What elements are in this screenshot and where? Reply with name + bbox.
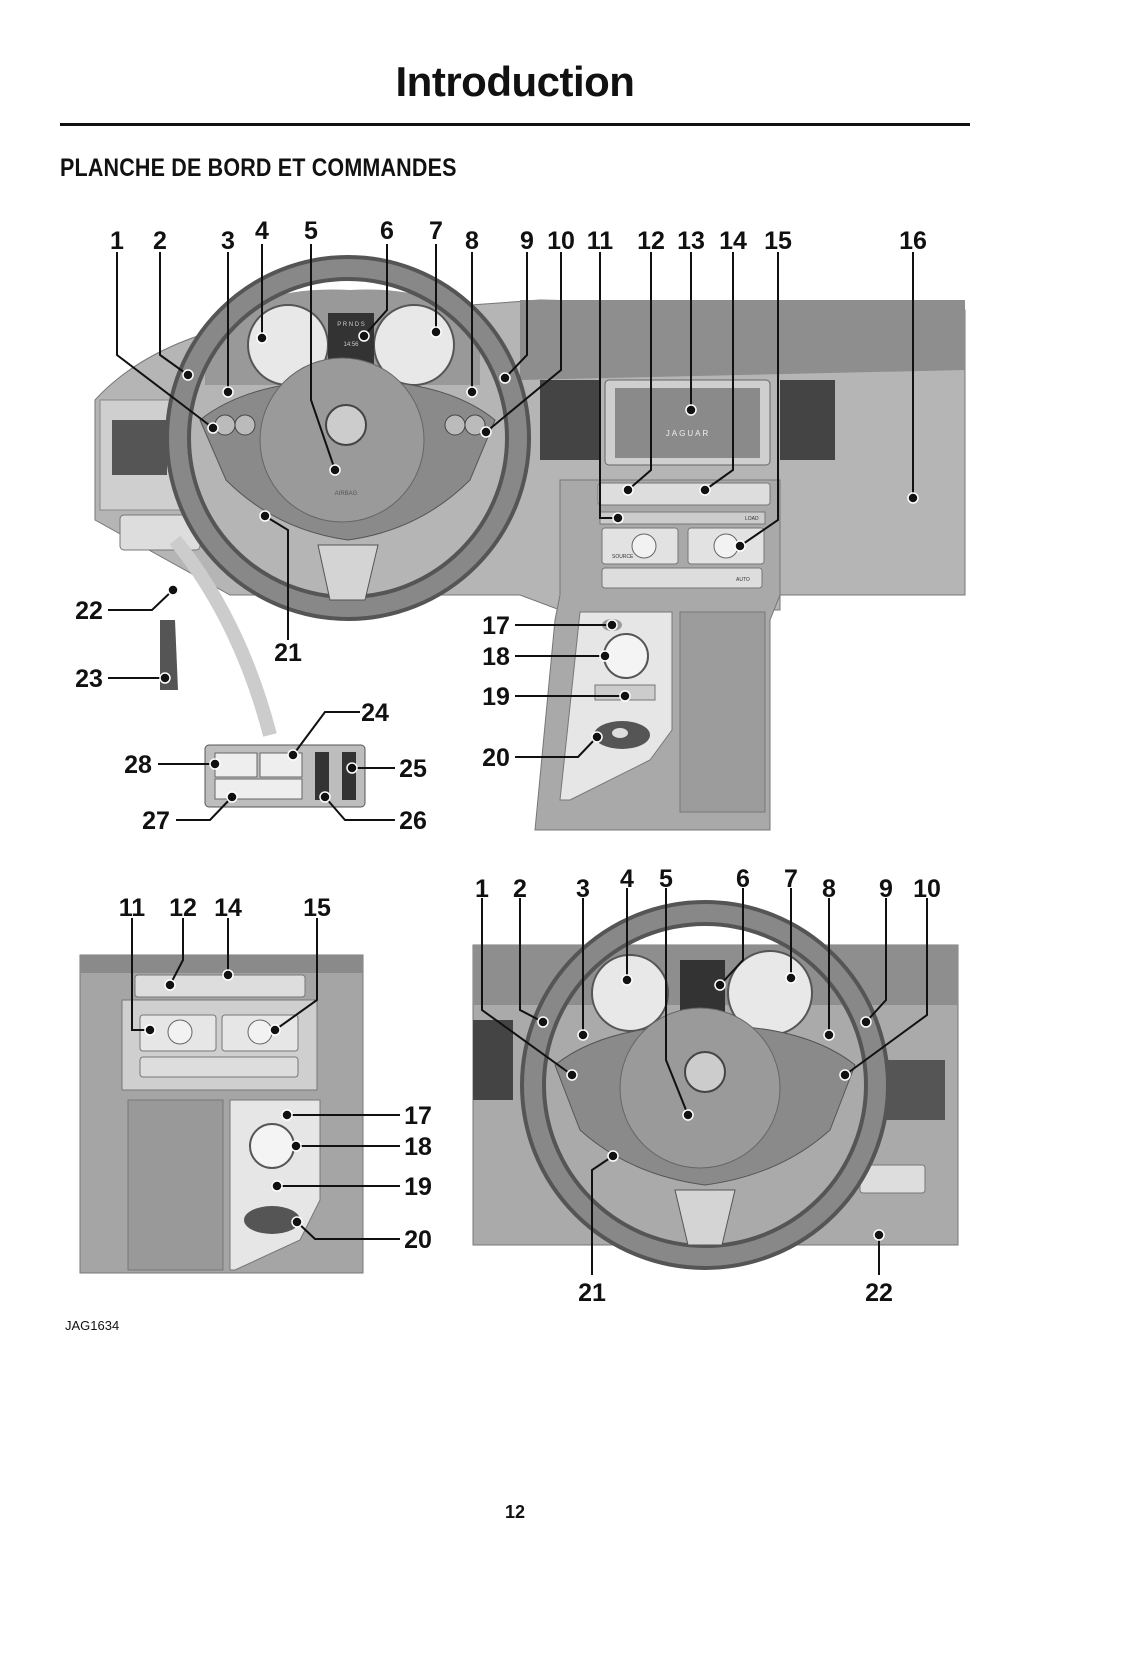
- callout-14: 14: [214, 894, 242, 922]
- load-label: LOAD: [745, 516, 759, 522]
- callout-2: 2: [153, 227, 167, 255]
- callout-22: 22: [75, 597, 103, 625]
- callout-10: 10: [913, 875, 941, 903]
- callout-15: 15: [303, 894, 331, 922]
- page-title: Introduction: [395, 58, 635, 105]
- callout-11: 11: [119, 894, 146, 922]
- callout-17: 17: [482, 612, 510, 640]
- callout-22: 22: [865, 1279, 893, 1307]
- callout-18: 18: [482, 643, 510, 671]
- callout-19: 19: [482, 683, 510, 711]
- callout-6: 6: [380, 217, 394, 245]
- callout-15: 15: [764, 227, 792, 255]
- callout-5: 5: [659, 865, 673, 893]
- callout-16: 16: [899, 227, 927, 255]
- callout-6: 6: [736, 865, 750, 893]
- console-detail-illustration: 11 12 14 15 17 18 19 20: [79, 894, 432, 1274]
- callout-26: 26: [399, 807, 427, 835]
- airbag-label: AIRBAG: [335, 491, 358, 497]
- callout-14: 14: [719, 227, 747, 255]
- callout-12: 12: [169, 894, 197, 922]
- callout-8: 8: [822, 875, 836, 903]
- callout-18: 18: [404, 1133, 432, 1161]
- callout-7: 7: [784, 865, 798, 893]
- callout-21: 21: [578, 1279, 606, 1307]
- callout-7: 7: [429, 217, 443, 245]
- callout-1: 1: [110, 227, 124, 255]
- callout-28: 28: [124, 751, 152, 779]
- screen-brand: JAGUAR: [666, 429, 710, 438]
- title-rule: [60, 123, 970, 126]
- clock-display: 14:56: [343, 342, 359, 348]
- callout-25: 25: [399, 755, 427, 783]
- callout-23: 23: [75, 665, 103, 693]
- callout-5: 5: [304, 217, 318, 245]
- callout-19: 19: [404, 1173, 432, 1201]
- auto-label: AUTO: [736, 577, 750, 583]
- callout-13: 13: [677, 227, 705, 255]
- callout-20: 20: [482, 744, 510, 772]
- callout-21: 21: [274, 639, 302, 667]
- callout-10: 10: [547, 227, 575, 255]
- callout-4: 4: [255, 217, 269, 245]
- main-dashboard-illustration: JAGUAR SOURCE LOAD AUTO P R N D S 14:56 …: [75, 217, 966, 835]
- callout-3: 3: [576, 875, 590, 903]
- callout-4: 4: [620, 865, 634, 893]
- callout-11: 11: [587, 227, 614, 255]
- callout-12: 12: [637, 227, 665, 255]
- figure-reference: JAG1634: [65, 1318, 120, 1333]
- rhd-dashboard-illustration: 1 2 3 4 5 6 7 8 9 10 21 22: [472, 865, 959, 1307]
- callout-20: 20: [404, 1226, 432, 1254]
- callout-9: 9: [879, 875, 893, 903]
- source-label: SOURCE: [612, 554, 634, 560]
- callout-3: 3: [221, 227, 235, 255]
- callout-2: 2: [513, 875, 527, 903]
- gear-indicator: P R N D S: [337, 322, 365, 328]
- callout-17: 17: [404, 1102, 432, 1130]
- callout-27: 27: [142, 807, 170, 835]
- callout-1: 1: [475, 875, 489, 903]
- page-number: 12: [504, 1502, 526, 1522]
- section-heading: PLANCHE DE BORD ET COMMANDES: [60, 154, 457, 182]
- callout-8: 8: [465, 227, 479, 255]
- callout-9: 9: [520, 227, 534, 255]
- callout-24: 24: [361, 699, 389, 727]
